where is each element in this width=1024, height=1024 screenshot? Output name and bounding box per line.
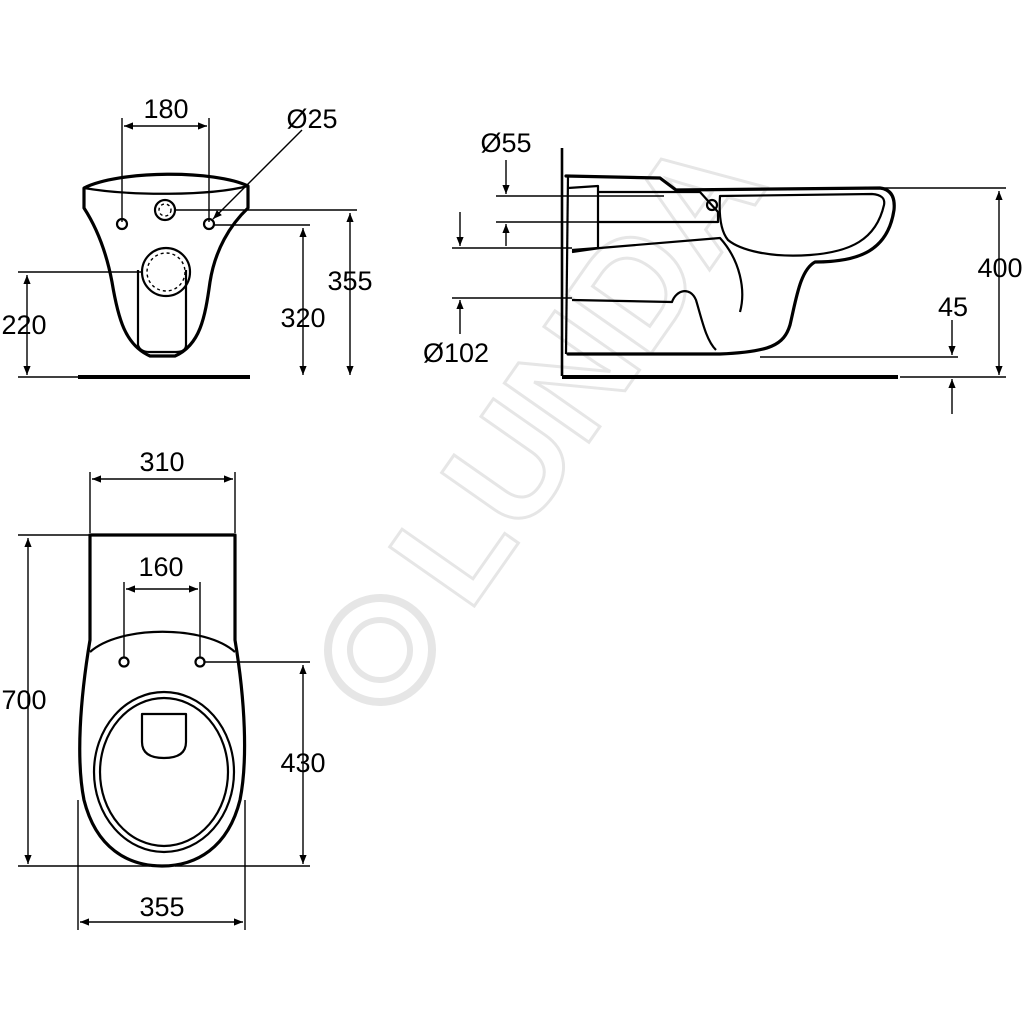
front-rim-line bbox=[83, 184, 249, 195]
dim-dia-55: Ø55 bbox=[480, 128, 531, 158]
watermark-logo: LUNDA bbox=[324, 105, 797, 706]
dim-45: 45 bbox=[938, 292, 968, 322]
svg-text:LUNDA: LUNDA bbox=[357, 106, 796, 632]
side-bowl-inner bbox=[718, 192, 886, 257]
dim-700: 700 bbox=[1, 685, 46, 715]
dim-355-width: 355 bbox=[139, 892, 184, 922]
side-view: 400 45 Ø55 Ø102 bbox=[423, 128, 1023, 414]
top-seat-ring bbox=[92, 690, 236, 854]
front-outlet-circle bbox=[140, 246, 192, 298]
dim-dia-102: Ø102 bbox=[423, 338, 489, 368]
dim-180: 180 bbox=[143, 94, 188, 124]
dim-dia-25: Ø25 bbox=[286, 104, 337, 134]
dim-310: 310 bbox=[139, 447, 184, 477]
dim-430: 430 bbox=[280, 748, 325, 778]
front-view: 180 Ø25 355 320 220 bbox=[1, 94, 373, 379]
top-outline bbox=[78, 533, 247, 868]
dim-320: 320 bbox=[280, 303, 325, 333]
dim-220: 220 bbox=[1, 310, 46, 340]
side-inlet-tube bbox=[567, 184, 720, 252]
front-inlet-circle bbox=[153, 198, 177, 222]
top-view: 310 160 700 430 355 bbox=[1, 447, 326, 930]
top-fix-hole-right bbox=[194, 656, 206, 668]
side-trap-channel bbox=[571, 236, 744, 351]
side-bowl-outline bbox=[564, 174, 896, 356]
top-fix-hole-left bbox=[118, 656, 130, 668]
front-bowl-outline bbox=[82, 172, 250, 358]
dim-355-height: 355 bbox=[327, 266, 372, 296]
dim-160: 160 bbox=[138, 552, 183, 582]
front-trap-outline bbox=[136, 270, 188, 354]
dim-400: 400 bbox=[977, 253, 1022, 283]
